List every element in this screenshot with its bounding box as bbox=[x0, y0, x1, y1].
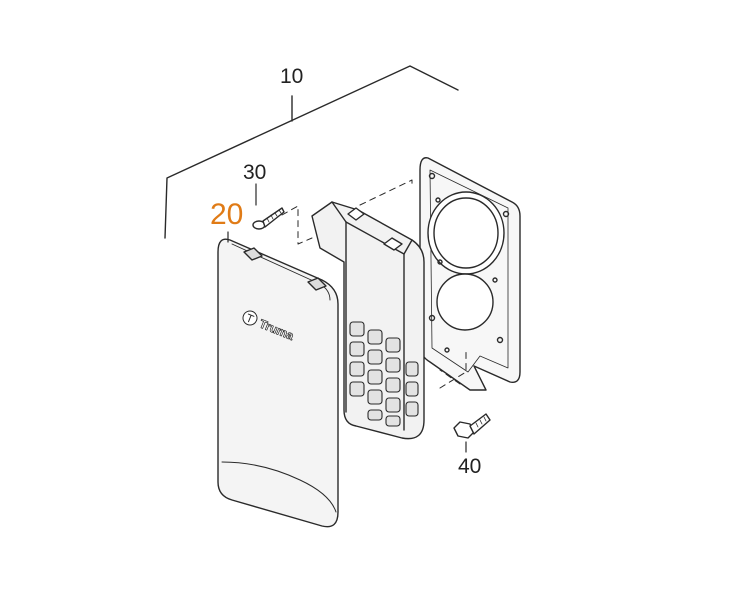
callout-30-label: 30 bbox=[243, 161, 267, 184]
callout-40-label: 40 bbox=[458, 455, 482, 478]
callout-10-label: 10 bbox=[280, 65, 304, 88]
callout-leader-lines bbox=[227, 183, 467, 453]
front-cover bbox=[217, 238, 339, 528]
bolt-icon bbox=[453, 413, 491, 439]
assembly-guide-lines bbox=[281, 179, 467, 389]
callout-20-label: 20 bbox=[210, 198, 244, 231]
screw-icon bbox=[252, 207, 285, 230]
mounting-plate bbox=[419, 157, 521, 391]
assembly-bracket bbox=[164, 65, 459, 239]
vent-grille-slats bbox=[349, 321, 419, 427]
